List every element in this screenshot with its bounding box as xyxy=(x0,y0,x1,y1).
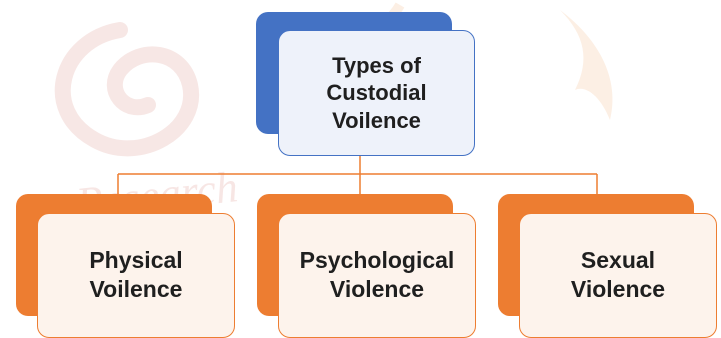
sexual-node-label: Sexual Violence xyxy=(519,225,717,325)
sexual-label-line-2: Violence xyxy=(570,276,666,302)
psychological-label-line-1: Psychological xyxy=(299,247,455,274)
root-label-line-3: Voilence xyxy=(332,107,421,133)
sexual-node-front-shape xyxy=(519,213,717,338)
psychological-node-label: Psychological Violence xyxy=(278,225,476,325)
physical-node-front-shape xyxy=(37,213,235,338)
psychological-label-line-2: Violence xyxy=(329,276,425,302)
physical-label-line-1: Physical xyxy=(89,247,183,274)
root-node-front-shape xyxy=(278,30,475,156)
physical-label-line-2: Voilence xyxy=(89,276,183,302)
root-label-line-2: Custodial xyxy=(326,80,427,106)
sexual-label-line-1: Sexual xyxy=(580,247,656,274)
psychological-node-front-shape xyxy=(278,213,476,338)
root-label-line-1: Types of xyxy=(332,52,421,78)
physical-node-label: Physical Voilence xyxy=(37,225,235,325)
root-node-label: Types of Custodial Voilence xyxy=(278,30,475,156)
